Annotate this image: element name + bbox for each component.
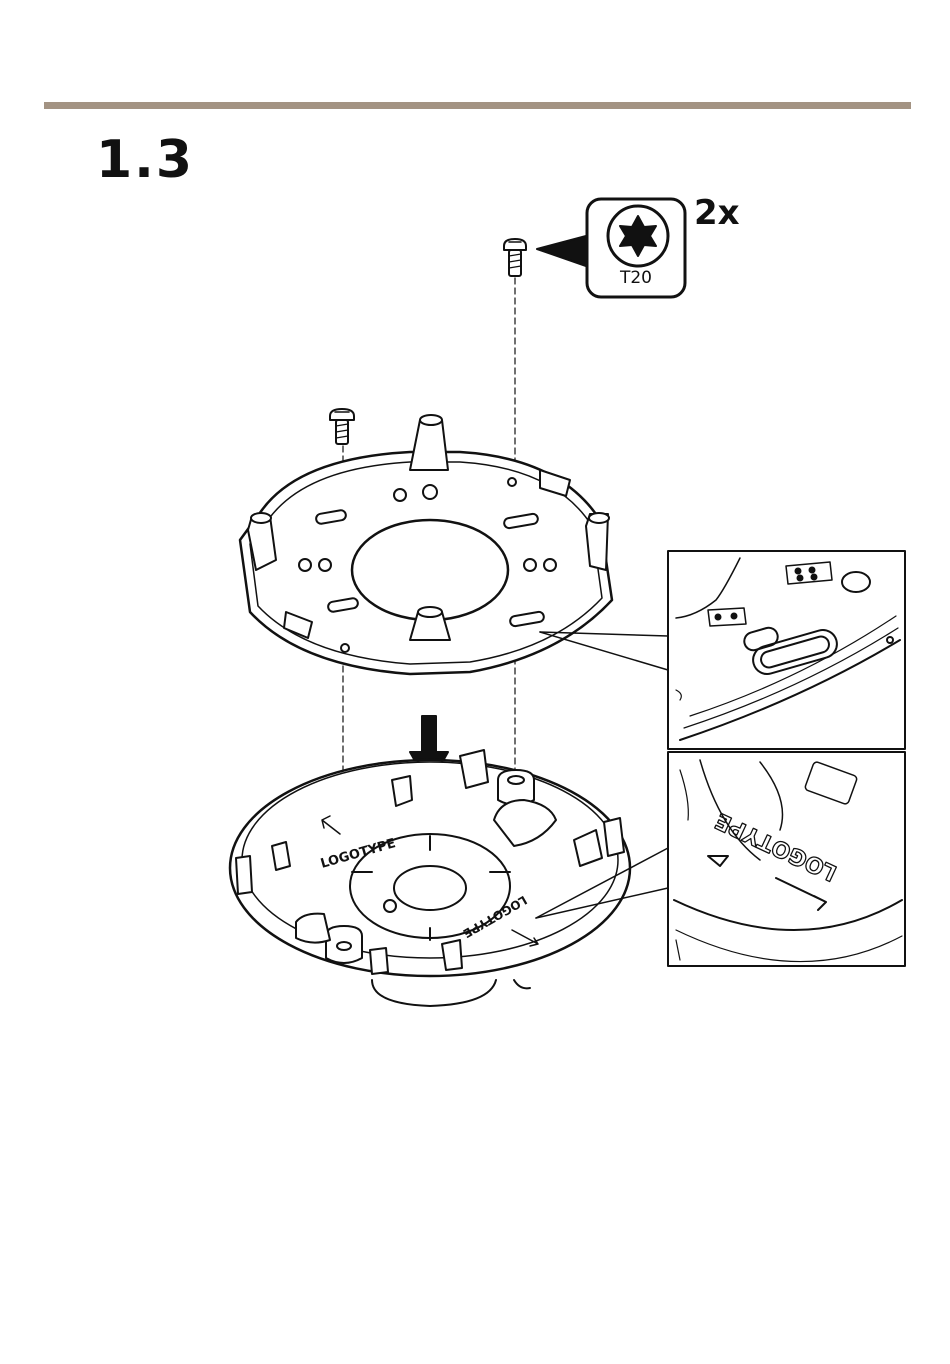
mounting-bracket — [240, 415, 612, 674]
callout-pointer — [537, 236, 586, 266]
screw-right — [504, 239, 526, 276]
screw-left — [330, 409, 354, 444]
detail-view-base: LOGOTYPE — [668, 752, 905, 966]
camera-base: LOGOTYPE LOGOTYPE — [230, 750, 630, 1006]
torx-bit-icon — [587, 199, 685, 297]
detail-view-bracket — [668, 551, 905, 749]
